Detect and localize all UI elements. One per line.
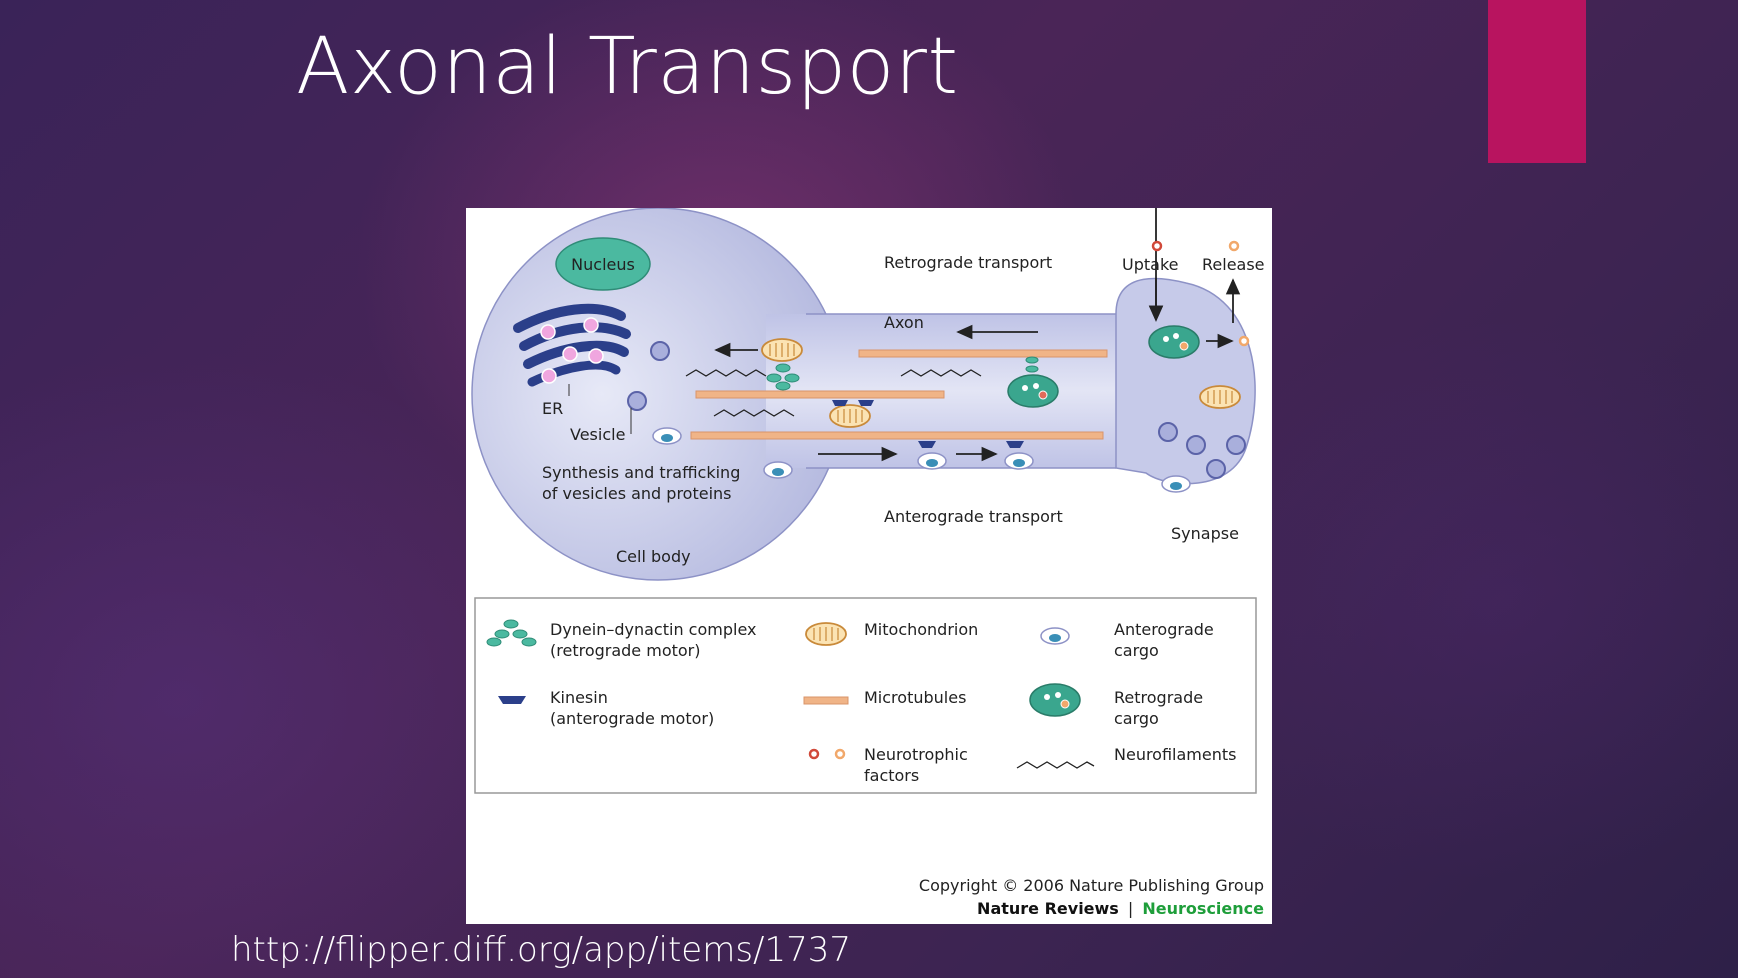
cell-body-label: Cell body: [616, 547, 691, 566]
accent-bar: [1488, 0, 1586, 163]
synthesis-label-line1: Synthesis and trafficking: [542, 463, 740, 482]
nucleus: Nucleus: [555, 237, 651, 291]
retrograde-cargo: [1007, 325, 1200, 408]
legend-kinesin-line1: Kinesin: [550, 688, 608, 707]
synapse-label: Synapse: [1171, 524, 1239, 543]
slide-title: Axonal Transport: [296, 22, 959, 112]
transport-arrows: [714, 208, 1241, 462]
nucleus-label: Nucleus: [571, 255, 635, 274]
legend-retro-cargo-line1: Retrograde: [1114, 688, 1203, 707]
axonal-transport-figure: Nucleus ER Vesicle Synthesis and traffic…: [466, 208, 1272, 924]
legend-neurotrophic-icon: [808, 748, 846, 760]
publisher-separator: |: [1128, 899, 1133, 918]
release-label: Release: [1202, 255, 1265, 274]
axon-label: Axon: [884, 313, 924, 332]
legend-kinesin-line2: (anterograde motor): [550, 709, 714, 728]
anterograde-transport-label: Anterograde transport: [884, 507, 1063, 526]
endoplasmic-reticulum: ER: [513, 303, 631, 418]
legend-kinesin-icon: [498, 696, 526, 704]
neurotrophic-factors: [1151, 240, 1250, 347]
vesicles: Vesicle: [570, 341, 670, 444]
kinesin-motors: [832, 400, 1024, 448]
legend-microtubule-icon: [803, 696, 849, 705]
neurofilaments: [685, 369, 982, 417]
legend-neurotrophic-line2: factors: [864, 766, 919, 785]
legend-mitochondrion: Mitochondrion: [864, 620, 978, 639]
publisher-journal: Nature Reviews: [977, 899, 1119, 918]
publisher-section: Neuroscience: [1142, 899, 1264, 918]
legend-neurofilament-icon: [1016, 761, 1095, 769]
legend-antero-cargo-line1: Anterograde: [1114, 620, 1214, 639]
anterograde-cargo: [652, 427, 1191, 493]
synthesis-label-line2: of vesicles and proteins: [542, 484, 732, 503]
legend-dynein-line2: (retrograde motor): [550, 641, 700, 660]
legend-antero-cargo-line2: cargo: [1114, 641, 1159, 660]
legend-retrograde-cargo-icon: [1029, 683, 1081, 717]
microtubules: [690, 349, 1108, 440]
legend-mitochondrion-icon: [805, 622, 847, 646]
legend-dynein-line1: Dynein–dynactin complex: [550, 620, 756, 639]
legend-anterograde-cargo-icon: [1040, 627, 1070, 645]
synaptic-vesicles: [1158, 422, 1246, 479]
legend: Dynein–dynactin complex (retrograde moto…: [474, 597, 1257, 794]
legend-dynein-icon: [486, 619, 537, 647]
uptake-label: Uptake: [1122, 255, 1178, 274]
source-url[interactable]: http://flipper.diff.org/app/items/1737: [231, 930, 852, 970]
copyright: Copyright © 2006 Nature Publishing Group: [919, 876, 1264, 895]
legend-neurofilaments: Neurofilaments: [1114, 745, 1236, 764]
legend-microtubules: Microtubules: [864, 688, 966, 707]
er-label: ER: [542, 399, 563, 418]
legend-neurotrophic-line1: Neurotrophic: [864, 745, 968, 764]
dynein-motors: [766, 356, 1039, 391]
legend-retro-cargo-line2: cargo: [1114, 709, 1159, 728]
mitochondria: [761, 338, 1241, 428]
vesicle-label: Vesicle: [570, 425, 625, 444]
retrograde-transport-label: Retrograde transport: [884, 253, 1052, 272]
publisher-credit: Nature Reviews | Neuroscience: [977, 899, 1264, 918]
